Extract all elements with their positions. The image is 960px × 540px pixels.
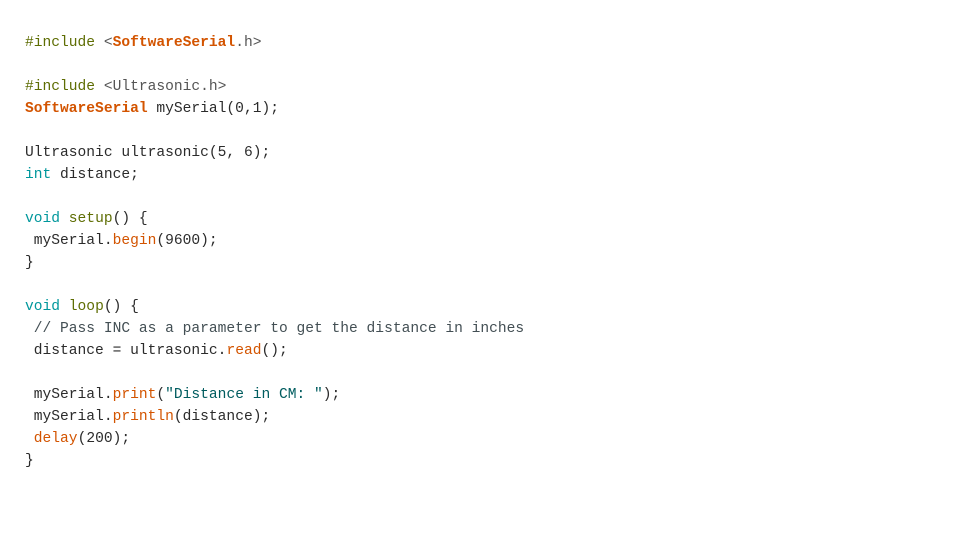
code-token-plain: () { (112, 211, 148, 227)
code-token-plain: (9600); (156, 233, 218, 249)
code-token-plain: (200); (77, 431, 131, 447)
code-token-plain (60, 299, 69, 315)
code-token-str: "Distance in CM: " (165, 387, 323, 403)
code-token-plain (60, 211, 69, 227)
code-token-angle: < (95, 35, 113, 51)
code-token-plain: (distance); (173, 409, 271, 425)
code-token-kw: int (25, 167, 52, 183)
blank-line (25, 186, 524, 208)
code-token-method: print (112, 387, 157, 403)
code-token-pre: #include (25, 35, 96, 51)
blank-line (25, 362, 524, 384)
code-line: // Pass INC as a parameter to get the di… (25, 318, 524, 340)
code-line: #include <SoftwareSerial.h> (25, 32, 524, 54)
code-line: SoftwareSerial mySerial(0,1); (25, 98, 524, 120)
code-token-plain: mySerial(0,1); (147, 101, 279, 117)
code-token-plain (25, 431, 34, 447)
code-token-kw: void (25, 211, 61, 227)
code-line: Ultrasonic ultrasonic(5, 6); (25, 142, 524, 164)
code-token-cmt: // Pass INC as a parameter to get the di… (25, 321, 525, 337)
blank-line (25, 274, 524, 296)
code-line: int distance; (25, 164, 524, 186)
code-token-fn: loop (68, 299, 104, 315)
code-line: distance = ultrasonic.read(); (25, 340, 524, 362)
code-line: mySerial.print("Distance in CM: "); (25, 384, 524, 406)
code-line: } (25, 252, 524, 274)
code-token-cls: SoftwareSerial (112, 35, 236, 51)
code-token-method: begin (112, 233, 157, 249)
code-line: void setup() { (25, 208, 524, 230)
code-token-angle: <Ultrasonic.h> (95, 79, 227, 95)
code-token-angle: .h> (235, 35, 262, 51)
code-token-plain: () { (103, 299, 139, 315)
code-token-plain: Ultrasonic ultrasonic(5, 6); (25, 145, 271, 161)
blank-line (25, 120, 524, 142)
code-token-plain: ); (322, 387, 341, 403)
code-token-kw: void (25, 299, 61, 315)
code-token-cls: SoftwareSerial (25, 101, 148, 117)
code-token-plain: mySerial. (25, 233, 113, 249)
code-line: } (25, 450, 524, 472)
code-line: #include <Ultrasonic.h> (25, 76, 524, 98)
code-token-plain: ( (156, 387, 166, 403)
code-token-plain: mySerial. (25, 409, 113, 425)
code-token-plain: mySerial. (25, 387, 113, 403)
blank-line (25, 54, 524, 76)
code-token-plain: distance = ultrasonic. (25, 343, 227, 359)
code-line: mySerial.begin(9600); (25, 230, 524, 252)
code-token-plain: distance; (51, 167, 139, 183)
code-token-plain: } (25, 453, 34, 469)
code-line: mySerial.println(distance); (25, 406, 524, 428)
code-snippet: #include <SoftwareSerial.h>#include <Ult… (25, 32, 524, 472)
code-token-method: delay (33, 431, 78, 447)
code-token-plain: (); (261, 343, 288, 359)
code-token-fn: setup (68, 211, 113, 227)
code-token-pre: #include (25, 79, 96, 95)
code-token-plain: } (25, 255, 34, 271)
code-line: delay(200); (25, 428, 524, 450)
code-token-method: read (226, 343, 262, 359)
code-token-method: println (112, 409, 174, 425)
code-line: void loop() { (25, 296, 524, 318)
